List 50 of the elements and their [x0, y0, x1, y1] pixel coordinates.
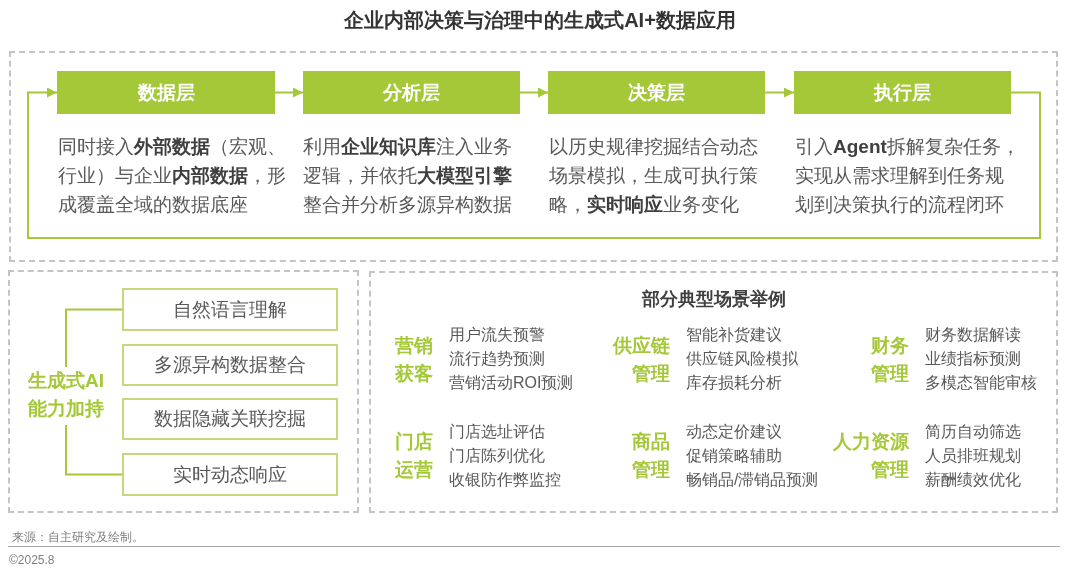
dashed-panel	[369, 271, 1058, 513]
flow-arrow	[27, 87, 1041, 239]
scenario-category: 供应链管理	[611, 334, 670, 386]
layer-description: 以历史规律挖掘结合动态场景模拟，生成可执行策略，实时响应业务变化	[549, 135, 759, 217]
source-note: 来源：自主研究及绘制。	[12, 529, 144, 545]
layer-header-box: 数据层	[57, 71, 275, 114]
capability-box: 实时动态响应	[122, 453, 338, 496]
scenario-item: 促销策略辅助	[686, 446, 782, 466]
layer-description: 同时接入外部数据（宏观、行业）与企业内部数据，形成覆盖全域的数据底座	[58, 135, 287, 217]
scenario-item: 业绩指标预测	[925, 349, 1021, 369]
scenario-item: 薪酬绩效优化	[925, 470, 1021, 490]
scenario-category: 商品管理	[631, 430, 670, 482]
flow-arrow	[764, 87, 795, 98]
scenario-item: 动态定价建议	[686, 422, 782, 442]
scenario-item: 门店陈列优化	[449, 446, 545, 466]
scenario-item: 财务数据解读	[925, 325, 1021, 345]
scenario-item: 简历自动筛选	[925, 422, 1021, 442]
layer-description: 利用企业知识库注入业务逻辑，并依托大模型引擎整合并分析多源异构数据	[303, 135, 513, 217]
layer-header-box: 执行层	[794, 71, 1011, 114]
scenario-item: 收银防作弊监控	[449, 470, 561, 490]
diagram-title: 企业内部决策与治理中的生成式AI+数据应用	[344, 8, 736, 33]
capability-box: 自然语言理解	[122, 288, 338, 331]
panel-heading: 部分典型场景举例	[641, 288, 786, 311]
dashed-panel	[9, 51, 1058, 262]
layer-header-box: 分析层	[303, 71, 520, 114]
capability-box: 数据隐藏关联挖掘	[122, 398, 338, 440]
capability-label: 生成式AI能力加持	[23, 367, 109, 425]
scenario-item: 多模态智能审核	[925, 373, 1037, 393]
capability-box: 多源异构数据整合	[122, 344, 338, 386]
flow-arrow	[519, 87, 549, 98]
scenario-item: 门店选址评估	[449, 422, 545, 442]
connector-line	[65, 424, 123, 476]
scenario-item: 畅销品/滞销品预测	[686, 470, 819, 490]
scenario-category: 营销获客	[394, 334, 433, 386]
scenario-item: 库存损耗分析	[686, 373, 782, 393]
scenario-category: 财务管理	[870, 334, 909, 386]
scenario-item: 营销活动ROI预测	[449, 373, 574, 393]
scenario-item: 供应链风险模拟	[686, 349, 798, 369]
scenario-category: 门店运营	[394, 430, 433, 482]
layer-description: 引入Agent拆解复杂任务，实现从需求理解到任务规划到决策执行的流程闭环	[795, 135, 1021, 217]
scenario-item: 智能补货建议	[686, 325, 782, 345]
flow-arrow	[274, 87, 304, 98]
scenario-category: 人力资源管理	[832, 430, 909, 482]
scenario-item: 流行趋势预测	[449, 349, 545, 369]
copyright-text: ©2025.8	[9, 552, 55, 568]
layer-header-box: 决策层	[548, 71, 765, 114]
scenario-item: 用户流失预警	[449, 325, 545, 345]
connector-line	[65, 308, 123, 368]
scenario-item: 人员排班规划	[925, 446, 1021, 466]
dashed-panel	[8, 270, 359, 513]
